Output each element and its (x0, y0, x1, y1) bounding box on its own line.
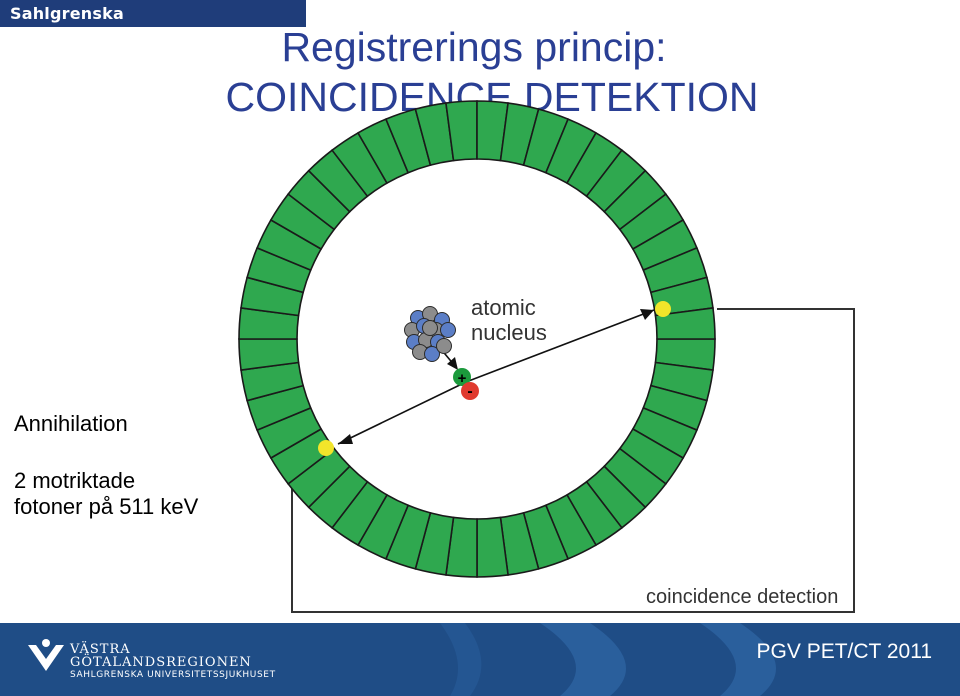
footer-brand: VÄSTRA GÖTALANDSREGIONEN SAHLGRENSKA UNI… (70, 643, 276, 682)
coincidence-detection-label: coincidence detection (646, 586, 838, 608)
circuit-wire (291, 308, 855, 613)
detector-segment (654, 307, 716, 340)
decay-arrowhead (447, 357, 458, 370)
positron-symbol: + (458, 370, 467, 387)
proton-particle (440, 322, 456, 338)
positron-particle (453, 368, 471, 386)
header-org-bar: Sahlgrenska Universitetssjukhuset (0, 0, 306, 50)
proton-particle (424, 346, 440, 362)
detector-ring (238, 100, 716, 578)
nucleus-label-line1: atomic (471, 295, 536, 320)
footer-bar: VÄSTRA GÖTALANDSREGIONEN SAHLGRENSKA UNI… (0, 623, 960, 696)
brand-line2: GÖTALANDSREGIONEN (70, 655, 252, 670)
org-name: Sahlgrenska Universitetssjukhuset (10, 4, 212, 50)
photon-description-line2: fotoner på 511 keV (14, 494, 199, 519)
photon-arrowhead-left (338, 434, 353, 444)
electron-particle (461, 382, 479, 400)
atomic-nucleus (404, 306, 456, 362)
page-title-line1: Registrerings princip: (281, 24, 667, 70)
photon-detected-left (318, 440, 334, 456)
course-label: PGV PET/CT 2011 (756, 640, 932, 663)
neutron-particle (422, 320, 438, 336)
photon-path-right (465, 309, 655, 383)
brand-line3: SAHLGRENSKA UNIVERSITETSSJUKHUSET (70, 670, 276, 680)
vgr-logo-icon (28, 639, 64, 671)
photon-arrowhead-right (640, 309, 654, 320)
photon-detected-right (655, 301, 671, 317)
annihilation-label: Annihilation (14, 411, 128, 436)
photon-description-line1: 2 motriktade (14, 468, 136, 493)
brand-line1: VÄSTRA (70, 642, 131, 657)
photon-path-left (337, 381, 467, 445)
electron-symbol: - (467, 383, 472, 400)
footer-decoration (440, 623, 776, 696)
neutron-particle (436, 338, 452, 354)
nucleus-label-line2: nucleus (471, 320, 547, 345)
